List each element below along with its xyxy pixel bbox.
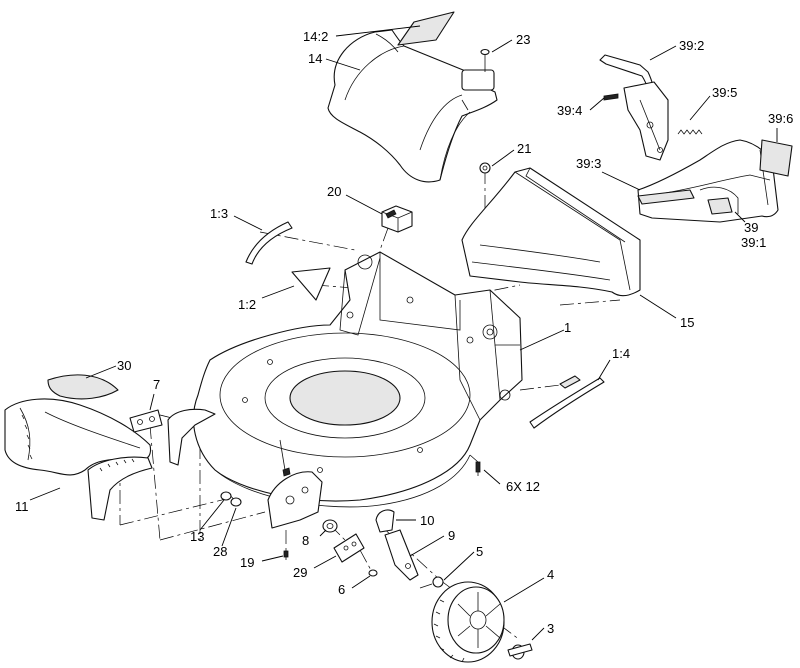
leader-lines <box>29 25 778 641</box>
deck-part-1 <box>192 251 523 508</box>
washer-part-13 <box>220 491 232 501</box>
trim-part-1-3 <box>245 221 293 265</box>
callout-4: 4 <box>547 567 554 582</box>
washer-part-28 <box>230 497 242 507</box>
screw-part-23 <box>480 48 490 72</box>
nut-part-6 <box>368 569 378 577</box>
callout-39-2: 39:2 <box>679 38 704 53</box>
nut-part-21 <box>479 162 491 174</box>
callout-5: 5 <box>476 544 483 559</box>
callout-8: 8 <box>302 533 309 548</box>
callout-20: 20 <box>327 184 341 199</box>
callout-1-3: 1:3 <box>210 206 228 221</box>
callout-23: 23 <box>516 32 530 47</box>
callout-19: 19 <box>240 555 254 570</box>
callout-21: 21 <box>517 141 531 156</box>
screw-part-19 <box>283 550 289 560</box>
plate-part-29 <box>333 533 365 563</box>
height-bracket-front <box>87 456 153 521</box>
callout-29: 29 <box>293 565 307 580</box>
callout-39-6: 39:6 <box>768 111 793 126</box>
rear-cover-part-14 <box>327 11 498 183</box>
bracket-part-20 <box>381 205 413 233</box>
handle-assembly-part-39 <box>599 54 793 223</box>
callout-9: 9 <box>448 528 455 543</box>
label-part-39-3 <box>637 189 695 205</box>
chute-part-15 <box>461 167 641 297</box>
callout-10: 10 <box>420 513 434 528</box>
decal-part-14-2 <box>397 11 455 46</box>
callout-15: 15 <box>680 315 694 330</box>
label-part-30 <box>47 374 119 400</box>
knob-part-10 <box>375 509 395 533</box>
callout-14-2: 14:2 <box>303 29 328 44</box>
callout-1: 1 <box>564 320 571 335</box>
callout-6x12: 6X 12 <box>506 479 540 494</box>
callout-7: 7 <box>153 377 160 392</box>
screw-part-6x12 <box>475 461 481 476</box>
callout-28: 28 <box>213 544 227 559</box>
bushing-part-8 <box>322 519 338 533</box>
spring-part-39-5 <box>677 129 703 135</box>
pin-part-39-4 <box>603 93 619 101</box>
decal-part-39-6 <box>759 139 793 177</box>
callout-39: 39 <box>744 220 758 235</box>
callout-39-3: 39:3 <box>576 156 601 171</box>
bolt-part-3 <box>507 643 533 660</box>
callout-6: 6 <box>338 582 345 597</box>
callout-1-4: 1:4 <box>612 346 630 361</box>
callout-labels: 14:2 14 23 21 20 1:3 1:2 39:2 39:5 39:4 … <box>15 29 793 636</box>
callout-30: 30 <box>117 358 131 373</box>
trim-part-1-4 <box>529 375 605 429</box>
bolt-part-5 <box>419 576 444 589</box>
callout-11: 11 <box>15 499 29 514</box>
height-bracket-left <box>167 408 216 466</box>
plate-part-7 <box>129 409 163 433</box>
callout-39-1: 39:1 <box>741 235 766 250</box>
callout-13: 13 <box>190 529 204 544</box>
wheel-part-4 <box>431 581 505 663</box>
callout-39-4: 39:4 <box>557 103 582 118</box>
callout-14: 14 <box>308 51 322 66</box>
height-adjuster <box>267 439 323 529</box>
callout-39-5: 39:5 <box>712 85 737 100</box>
label-part-1-2 <box>291 267 331 301</box>
lever-part-9 <box>384 529 419 581</box>
callout-1-2: 1:2 <box>238 297 256 312</box>
callout-3: 3 <box>547 621 554 636</box>
